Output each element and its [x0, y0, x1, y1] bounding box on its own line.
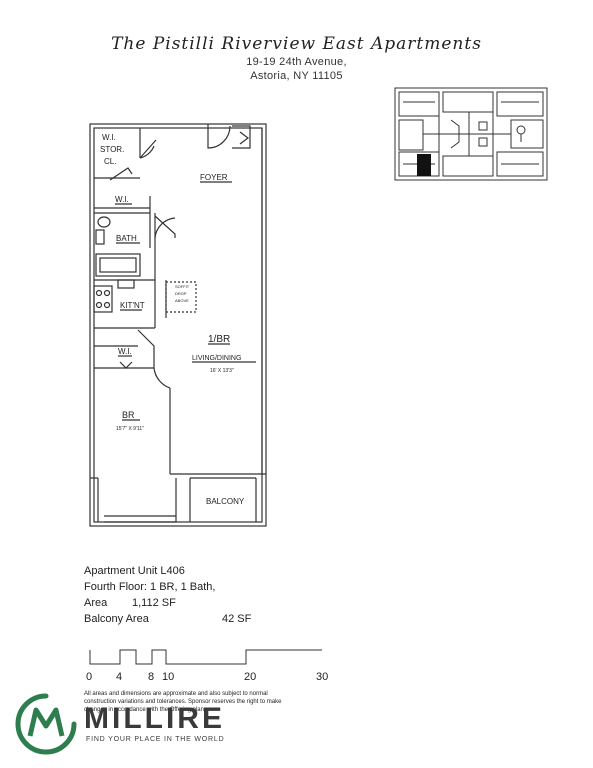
balcony-area-label: Balcony Area: [84, 613, 149, 625]
scale-label-30: 30: [316, 671, 328, 683]
scale-label-4: 4: [116, 671, 122, 683]
label-kitchen: KIT'NT: [120, 301, 145, 310]
millire-logo-icon: [15, 693, 77, 755]
label-soffit-2: DROP: [175, 291, 187, 296]
key-plan: [394, 87, 548, 181]
label-living-dims: 16' X 13'3": [210, 368, 234, 374]
label-wi-stor-2: STOR.: [100, 145, 124, 154]
label-living-title: 1/BR: [208, 334, 230, 345]
label-balcony: BALCONY: [206, 497, 245, 506]
scale-label-8: 8: [148, 671, 154, 683]
label-bedroom-dims: 15'7" X 9'11": [116, 426, 144, 432]
label-soffit-1: SOFFIT: [175, 284, 190, 289]
label-bedroom: BR: [122, 410, 135, 420]
label-wi-stor-3: CL.: [104, 157, 116, 166]
balcony-area-value: 42 SF: [222, 613, 252, 625]
disclaimer-text: All areas and dimensions are approximate…: [84, 691, 282, 713]
floor-plan: W.I. STOR. CL. FOYER W.I. BATH KIT'NT SO…: [89, 123, 267, 527]
scale-bar: 0 4 8 10 20 30: [86, 649, 328, 683]
unit-floor: Fourth Floor: 1 BR, 1 Bath,: [84, 581, 216, 593]
logo-wordmark: MILLIRE: [84, 702, 225, 735]
unit-number: Apartment Unit L406: [84, 565, 185, 577]
scale-label-10: 10: [162, 671, 174, 683]
unit-highlight: [417, 154, 431, 176]
label-wi-stor-1: W.I.: [102, 133, 116, 142]
scale-label-20: 20: [244, 671, 256, 683]
label-living: LIVING/DINING: [192, 355, 241, 362]
logo-tagline: FIND YOUR PLACE IN THE WORLD: [86, 736, 225, 743]
scale-label-0: 0: [86, 671, 92, 683]
label-foyer: FOYER: [200, 173, 228, 182]
label-wi-upper: W.I.: [115, 195, 129, 204]
building-title: The Pistilli Riverview East Apartments: [111, 34, 482, 54]
area-value: 1,112 SF: [132, 597, 176, 609]
address-line-1: 19-19 24th Avenue,: [246, 56, 347, 68]
area-label: Area: [84, 597, 108, 609]
label-wi-lower: W.I.: [118, 347, 132, 356]
label-soffit-3: ABOVE: [175, 298, 189, 303]
address-line-2: Astoria, NY 11105: [250, 70, 343, 82]
label-bath: BATH: [116, 234, 137, 243]
